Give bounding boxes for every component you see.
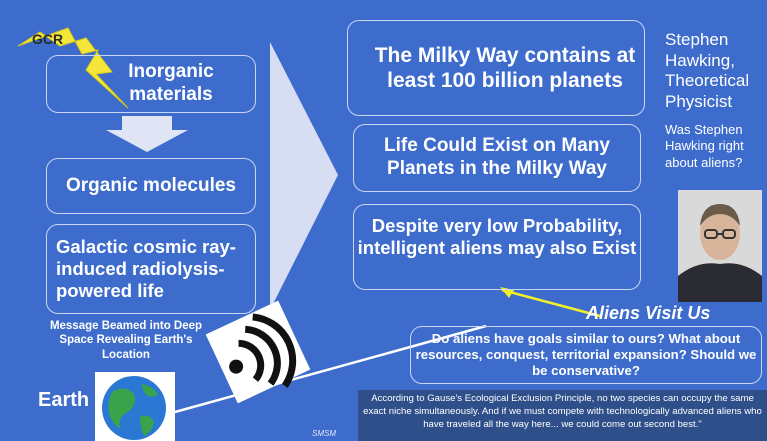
gause-principle-note: According to Gause's Ecological Exclusio… — [358, 390, 767, 441]
life-could-exist-box: Life Could Exist on Many Planets in the … — [353, 124, 641, 192]
lightning-bolt-icon — [17, 27, 129, 109]
aliens-visit-label: Aliens Visit Us — [586, 303, 711, 323]
milky-way-box: The Milky Way contains at least 100 bill… — [347, 20, 645, 116]
message-beamed-label: Message Beamed into Deep Space Revealing… — [49, 320, 203, 361]
radiolysis-life-box: Galactic cosmic ray-induced radiolysis-p… — [46, 224, 256, 314]
organic-molecules-box: Organic molecules — [46, 158, 256, 214]
aliens-goals-question-box: Do aliens have goals similar to ours? Wh… — [410, 326, 762, 384]
chevron-arrow-icon — [270, 42, 338, 310]
portrait-icon — [678, 190, 762, 302]
signal-beam-line — [174, 324, 487, 414]
yellow-arrow-line — [501, 288, 601, 318]
inorganic-materials-box: Inorganic materials — [46, 55, 256, 113]
signal-waves-icon — [205, 300, 311, 404]
earth-label: Earth — [38, 389, 90, 411]
down-arrow-icon — [106, 116, 188, 152]
earth-globe-icon — [95, 372, 175, 441]
gcr-label: GCR — [32, 31, 64, 47]
hawking-photo — [678, 190, 762, 302]
aliens-may-exist-box: Despite very low Probability, intelligen… — [353, 204, 641, 290]
hawking-question: Was Stephen Hawking right about aliens? — [665, 122, 744, 170]
hawking-title: Stephen Hawking, Theoretical Physicist — [665, 30, 750, 112]
signature-mark: SMSM — [312, 429, 336, 438]
